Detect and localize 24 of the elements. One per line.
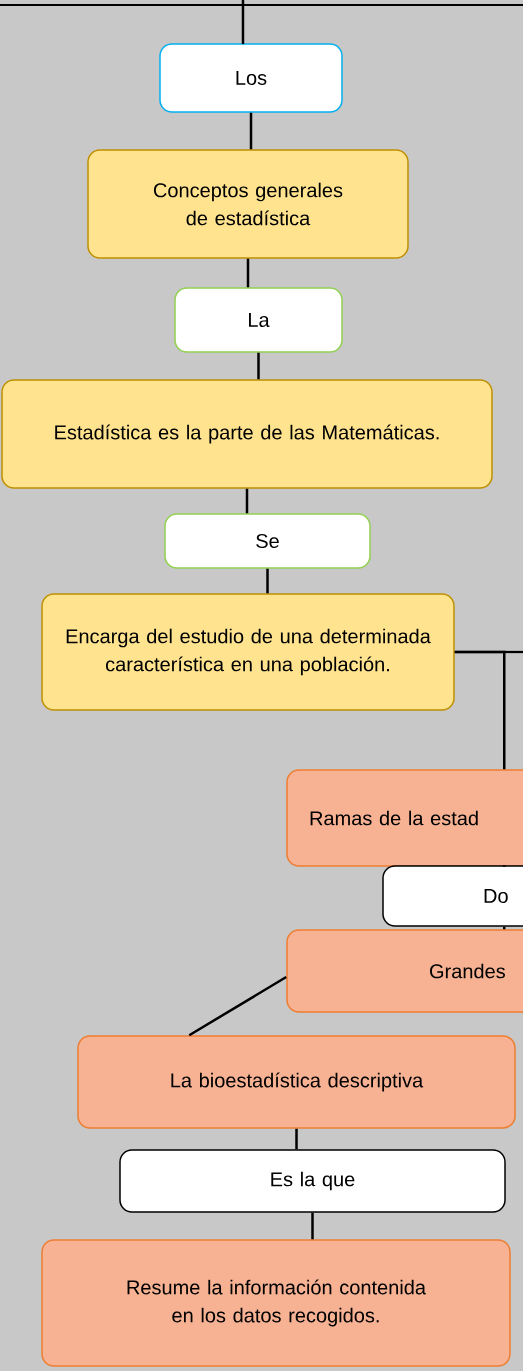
process-box: Resume la información contenida en los datos recogidos. — [41, 1239, 511, 1367]
connector-line — [311, 1212, 314, 1240]
connector-line — [266, 568, 269, 594]
process-box: Grandes — [286, 929, 523, 1013]
connector-line — [257, 352, 260, 380]
connector-line — [503, 865, 506, 867]
label-box: La — [174, 287, 343, 353]
process-box: Encarga del estudio de una determinada característica en una población. — [41, 593, 455, 711]
label-box: Los — [159, 43, 343, 113]
process-box: La bioestadística descriptiva — [77, 1035, 516, 1129]
connector-line — [503, 926, 506, 930]
connector-line — [246, 258, 250, 288]
connector-line — [295, 1128, 298, 1150]
process-box: Ramas de la estad — [286, 769, 523, 867]
connector-line — [249, 112, 253, 150]
process-box: Estadística es la parte de las Matemáticas. — [1, 379, 493, 489]
label-box: Es la que — [119, 1149, 506, 1213]
connector-line — [245, 488, 249, 514]
connector-line — [454, 650, 523, 654]
connector-line — [188, 975, 287, 1037]
process-box: Conceptos generales de estadística — [87, 149, 409, 259]
label-box: Se — [164, 513, 371, 569]
label-box: Do — [382, 865, 523, 927]
connector-line — [241, 0, 245, 44]
